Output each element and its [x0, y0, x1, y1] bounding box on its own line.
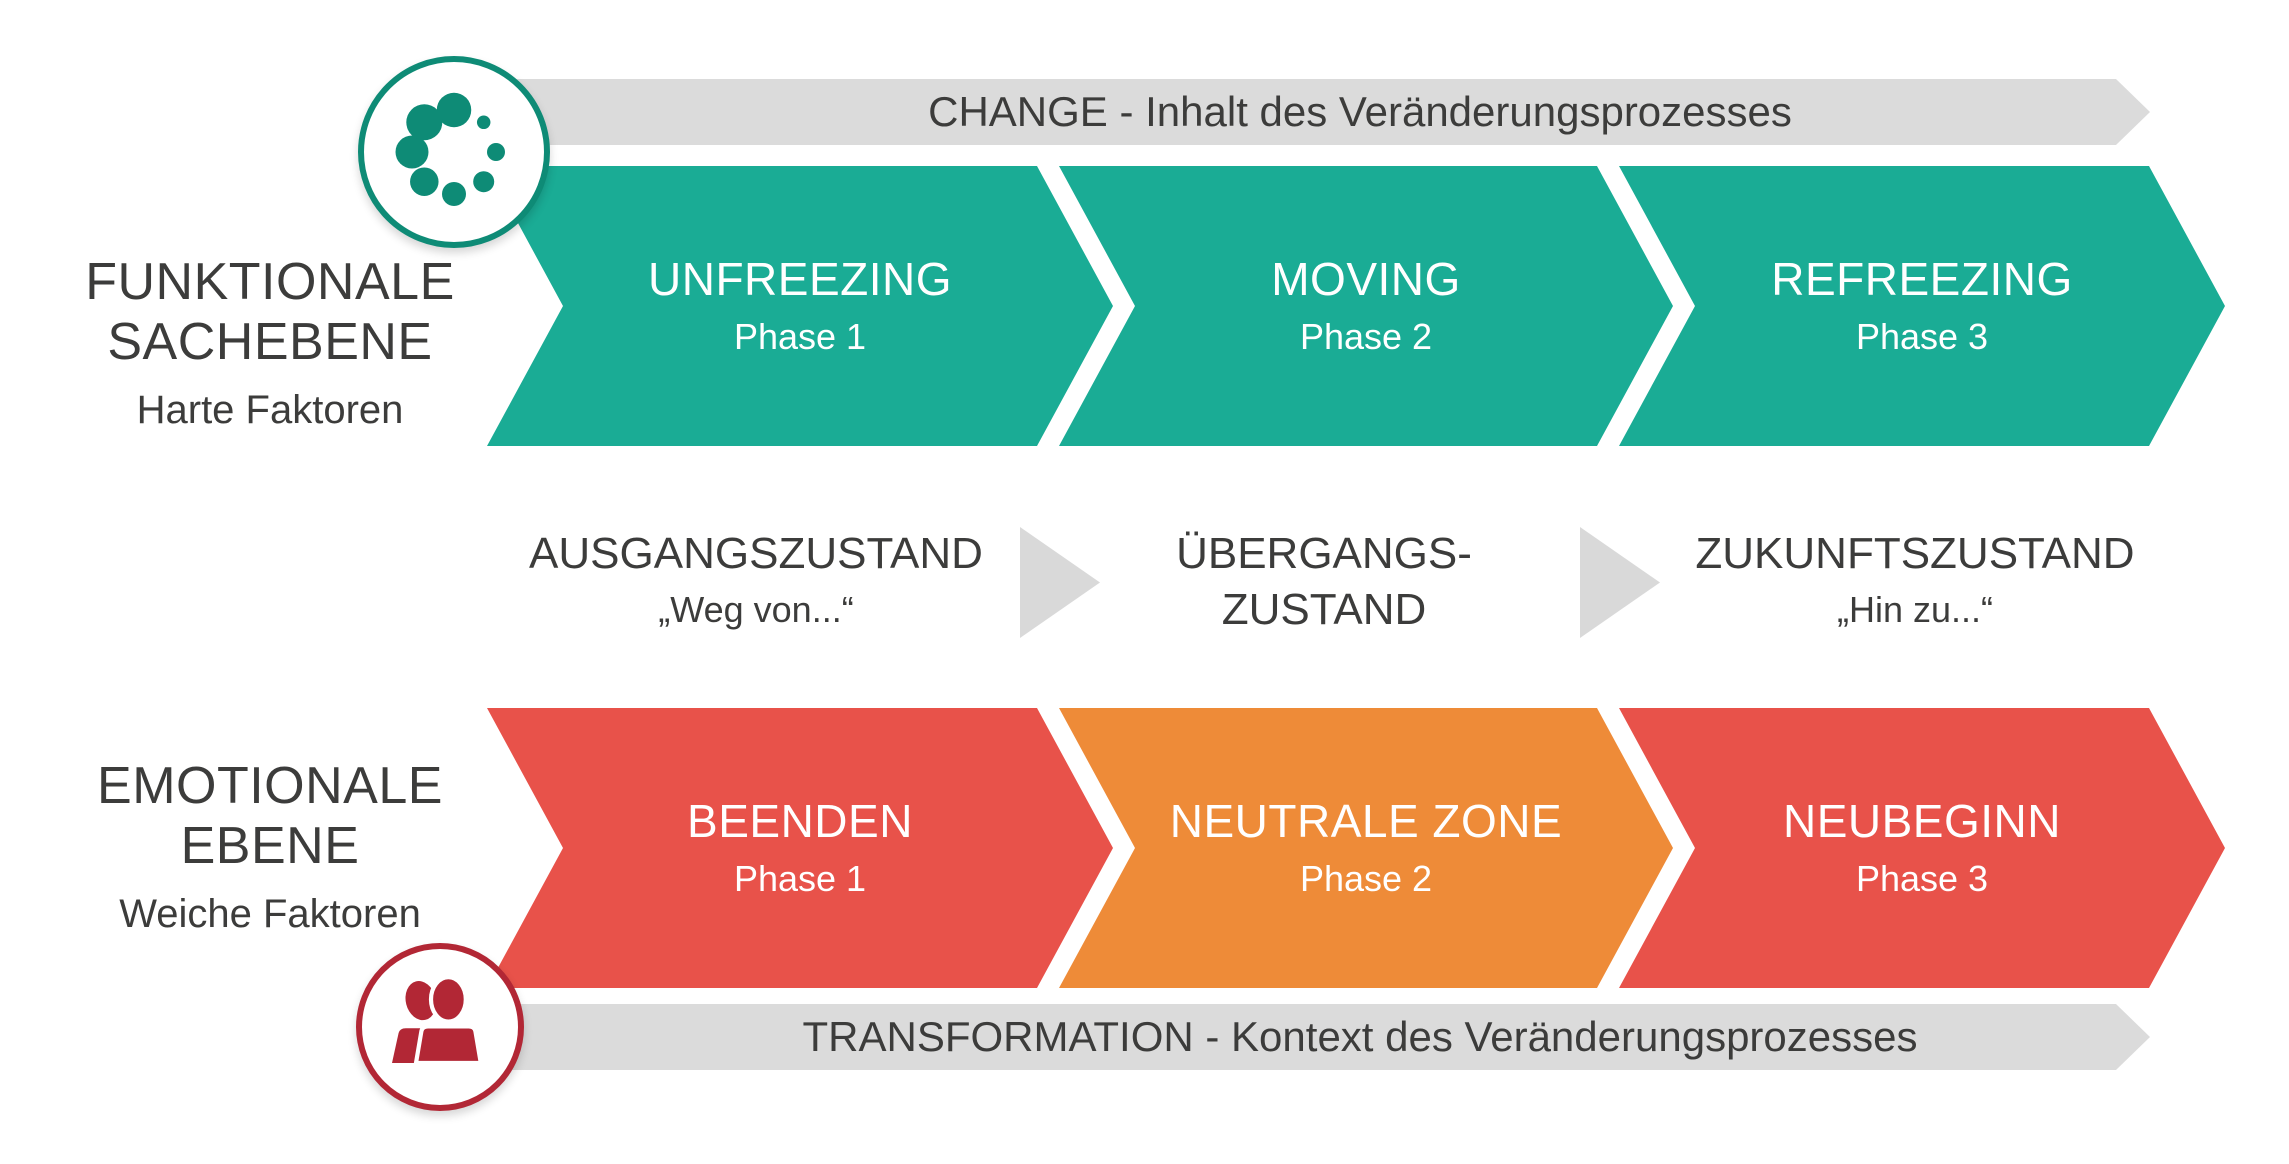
- state-ausgangszustand-quote: „Weg von...“: [658, 589, 854, 630]
- functional-subtitle: Harte Faktoren: [136, 388, 404, 432]
- transformation-banner: TRANSFORMATION - Kontext des Veränderung…: [460, 1004, 2150, 1070]
- spinner-dots-graphic: [395, 92, 505, 206]
- arrow-beenden-label: BEENDEN: [687, 794, 913, 847]
- state-uebergangszustand-line1: ÜBERGANGS-: [1176, 529, 1472, 578]
- state-zukunftszustand-name: ZUKUNFTSZUSTAND: [1695, 529, 2135, 578]
- arrow-beenden: BEENDEN Phase 1: [487, 708, 1113, 988]
- arrow-unfreezing-label: UNFREEZING: [648, 252, 952, 305]
- spinner-dots-icon: [358, 56, 550, 248]
- arrow-moving-label: MOVING: [1271, 252, 1461, 305]
- state-uebergangszustand: ÜBERGANGS- ZUSTAND: [1064, 526, 1584, 638]
- state-zukunftszustand-quote: „Hin zu...“: [1836, 589, 1994, 630]
- people-icon: [356, 943, 524, 1111]
- functional-title-line1: FUNKTIONALE: [85, 253, 455, 311]
- functional-level-label: FUNKTIONALE SACHEBENE Harte Faktoren: [30, 252, 510, 434]
- arrow-moving-phase: Phase 2: [1299, 316, 1433, 358]
- transformation-banner-label: TRANSFORMATION - Kontext des Veränderung…: [802, 1013, 1918, 1060]
- arrow-neutrale-zone: NEUTRALE ZONE Phase 2: [1059, 708, 1673, 988]
- change-banner-label: CHANGE - Inhalt des Veränderungsprozesse…: [928, 88, 1792, 135]
- arrow-neubeginn: NEUBEGINN Phase 3: [1619, 708, 2225, 988]
- emotional-level-label: EMOTIONALE EBENE Weiche Faktoren: [30, 756, 510, 938]
- people-graphic: [392, 975, 483, 1066]
- emotional-title-line2: EBENE: [180, 817, 360, 875]
- right-triangle-icon: [1580, 527, 1660, 638]
- functional-title-line2: SACHEBENE: [107, 313, 433, 371]
- arrow-neubeginn-label: NEUBEGINN: [1783, 794, 2061, 847]
- state-ausgangszustand: AUSGANGSZUSTAND „Weg von...“: [496, 526, 1016, 632]
- arrow-beenden-phase: Phase 1: [733, 858, 867, 900]
- arrow-refreezing-label: REFREEZING: [1771, 252, 2073, 305]
- state-uebergangszustand-line2: ZUSTAND: [1221, 585, 1427, 634]
- arrow-moving: MOVING Phase 2: [1059, 166, 1673, 446]
- arrow-refreezing-phase: Phase 3: [1855, 316, 1989, 358]
- arrow-neutrale-zone-phase: Phase 2: [1299, 858, 1433, 900]
- arrow-neutrale-zone-label: NEUTRALE ZONE: [1169, 794, 1563, 847]
- change-banner: CHANGE - Inhalt des Veränderungsprozesse…: [460, 79, 2150, 145]
- state-zukunftszustand: ZUKUNFTSZUSTAND „Hin zu...“: [1655, 526, 2175, 632]
- emotional-subtitle: Weiche Faktoren: [119, 892, 421, 936]
- arrow-unfreezing: UNFREEZING Phase 1: [487, 166, 1113, 446]
- arrow-unfreezing-phase: Phase 1: [733, 316, 867, 358]
- arrow-refreezing: REFREEZING Phase 3: [1619, 166, 2225, 446]
- state-ausgangszustand-name: AUSGANGSZUSTAND: [529, 529, 983, 578]
- arrow-neubeginn-phase: Phase 3: [1855, 858, 1989, 900]
- emotional-title-line1: EMOTIONALE: [97, 757, 443, 815]
